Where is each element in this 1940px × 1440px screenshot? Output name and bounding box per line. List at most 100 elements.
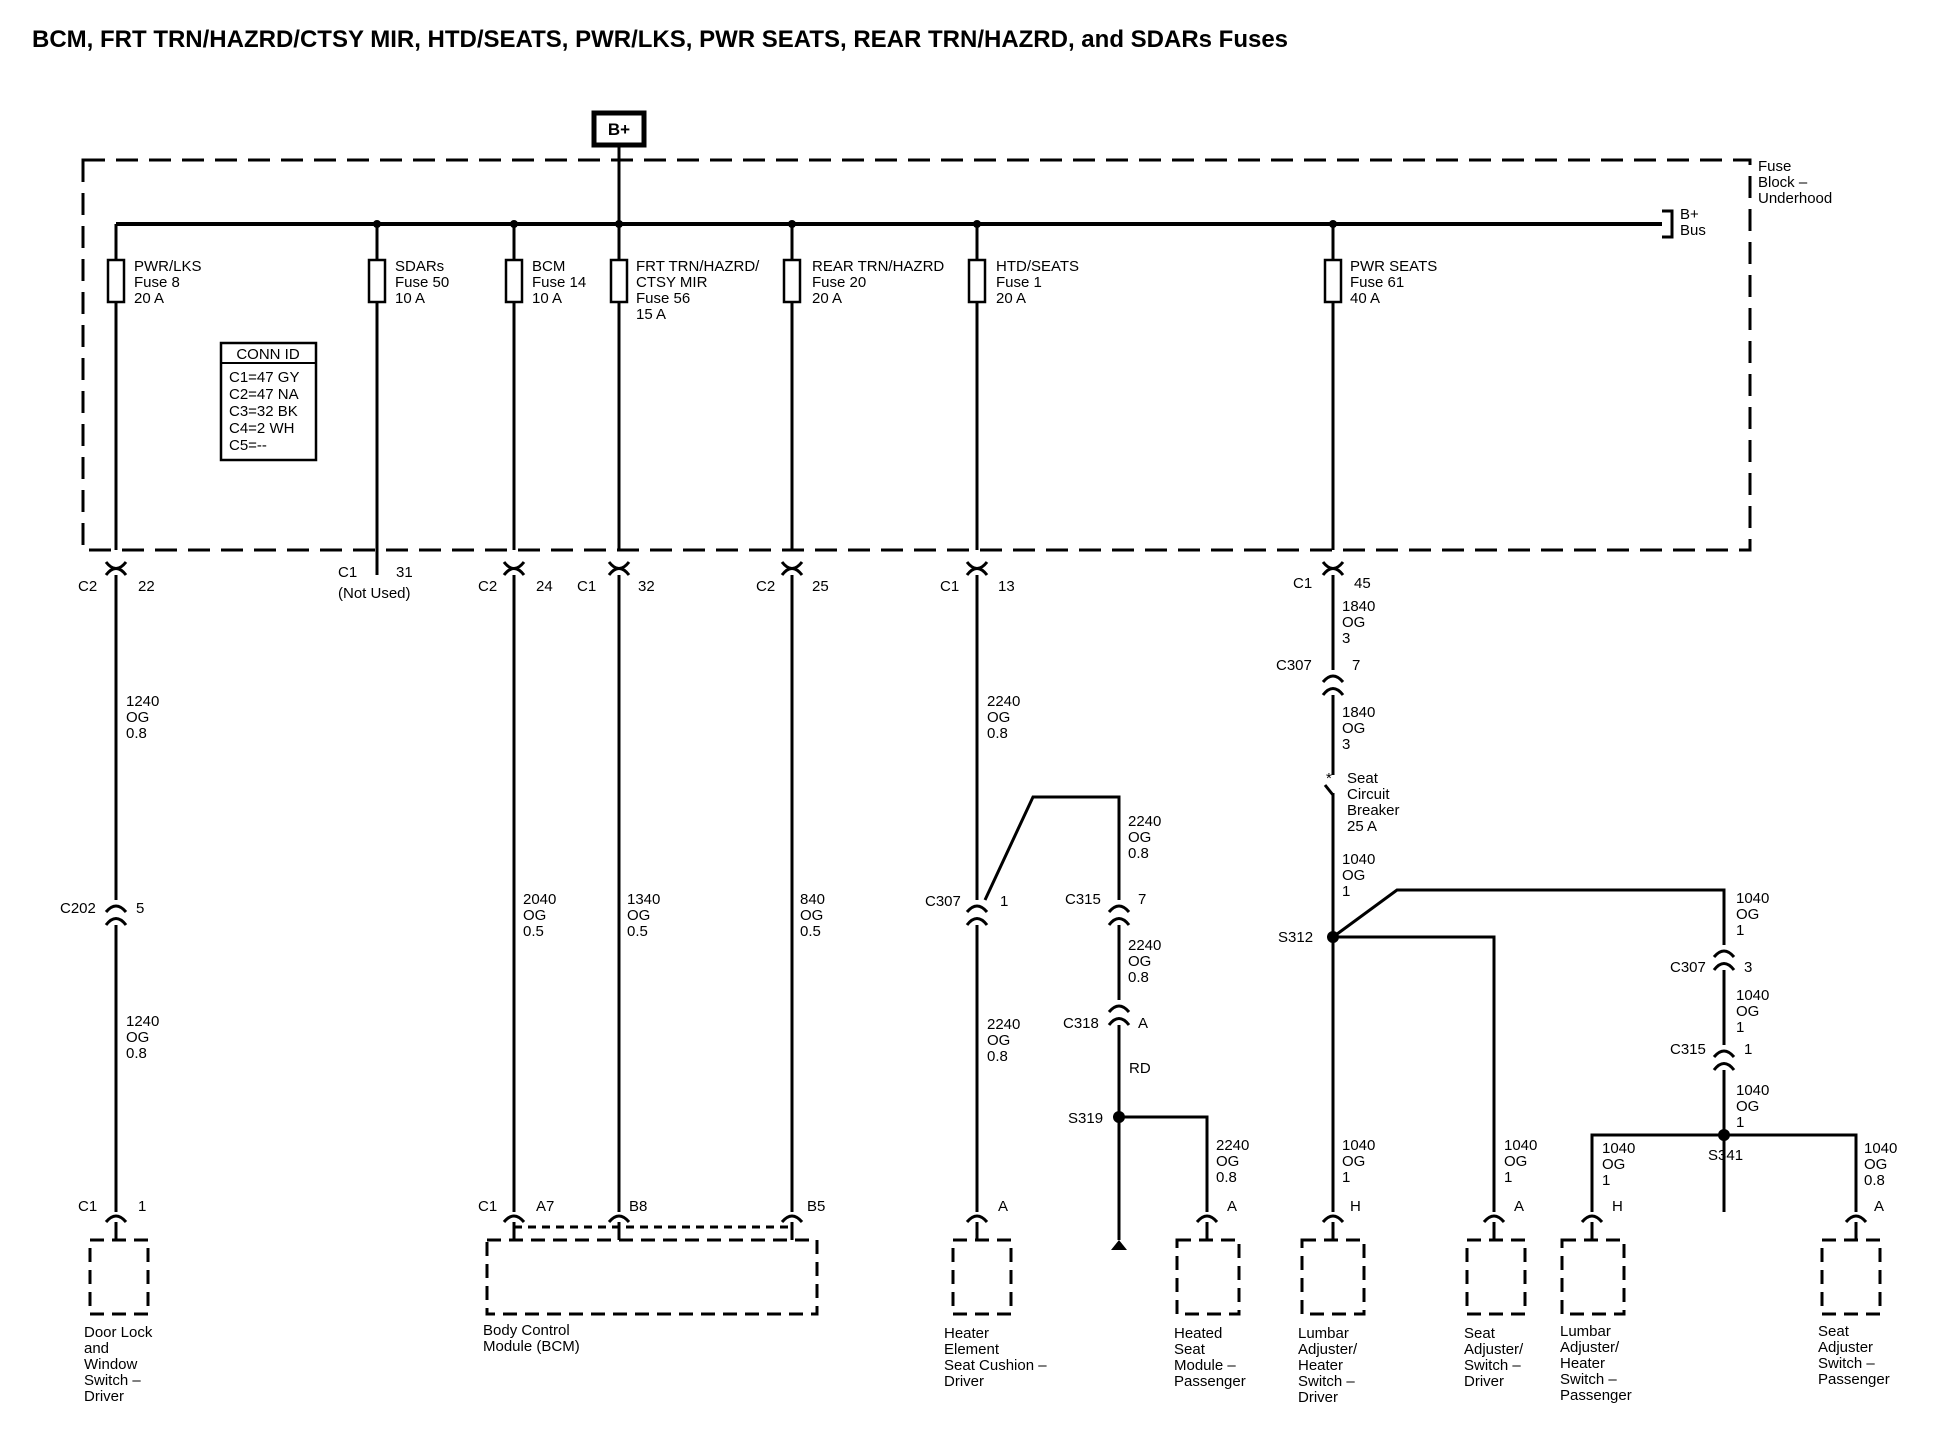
bcm-module-box xyxy=(485,1238,819,1316)
conn-id-row: C5=-- xyxy=(229,437,267,454)
svg-text:A: A xyxy=(1874,1198,1884,1215)
svg-text:Module (BCM): Module (BCM) xyxy=(483,1338,580,1355)
svg-text:1840: 1840 xyxy=(1342,598,1375,615)
svg-text:2240: 2240 xyxy=(1216,1137,1249,1154)
conn-id-table: CONN ID C1=47 GY C2=47 NA C3=32 BK C4=2 … xyxy=(219,341,318,462)
svg-text:0.8: 0.8 xyxy=(126,1045,147,1062)
svg-text:OG: OG xyxy=(523,907,546,924)
svg-text:and: and xyxy=(84,1340,109,1357)
svg-text:31: 31 xyxy=(396,564,413,581)
svg-text:Door Lock: Door Lock xyxy=(84,1324,153,1341)
bus-junction-dots xyxy=(373,220,1337,228)
svg-text:2240: 2240 xyxy=(1128,813,1161,830)
svg-text:Adjuster/: Adjuster/ xyxy=(1560,1339,1620,1356)
svg-text:Heater: Heater xyxy=(1298,1357,1343,1374)
svg-text:0.8: 0.8 xyxy=(1864,1172,1885,1189)
svg-text:45: 45 xyxy=(1354,575,1371,592)
svg-text:1: 1 xyxy=(138,1198,146,1215)
svg-text:C307: C307 xyxy=(1276,657,1312,674)
lumbar-passenger-box xyxy=(1560,1238,1626,1316)
door-lock-switch-box xyxy=(88,1238,150,1316)
svg-text:OG: OG xyxy=(1342,1153,1365,1170)
svg-text:C307: C307 xyxy=(1670,959,1706,976)
svg-text:Fuse 50: Fuse 50 xyxy=(395,274,449,291)
fuse-block-outline xyxy=(81,158,1752,552)
svg-text:1240: 1240 xyxy=(126,1013,159,1030)
svg-text:OG: OG xyxy=(1736,906,1759,923)
svg-text:24: 24 xyxy=(536,578,553,595)
svg-text:1040: 1040 xyxy=(1736,1082,1769,1099)
fuse-label-pwr-lks: PWR/LKS xyxy=(134,258,202,275)
svg-text:A: A xyxy=(998,1198,1008,1215)
svg-text:7: 7 xyxy=(1352,657,1360,674)
svg-text:S312: S312 xyxy=(1278,929,1313,946)
svg-text:0.5: 0.5 xyxy=(800,923,821,940)
svg-text:7: 7 xyxy=(1138,891,1146,908)
svg-text:1840: 1840 xyxy=(1342,704,1375,721)
svg-text:OG: OG xyxy=(1504,1153,1527,1170)
svg-text:0.8: 0.8 xyxy=(987,1048,1008,1065)
connector-symbols xyxy=(104,561,1868,1224)
svg-text:Fuse 20: Fuse 20 xyxy=(812,274,866,291)
fuse-pwr-lks xyxy=(106,258,126,304)
svg-text:Passenger: Passenger xyxy=(1560,1387,1632,1404)
component-boxes xyxy=(88,1238,1882,1316)
svg-text:Driver: Driver xyxy=(1298,1389,1338,1406)
svg-text:25: 25 xyxy=(812,578,829,595)
svg-text:1040: 1040 xyxy=(1864,1140,1897,1157)
fuse-rear-trn xyxy=(782,258,802,304)
svg-text:Switch –: Switch – xyxy=(1298,1373,1355,1390)
svg-text:OG: OG xyxy=(627,907,650,924)
svg-text:C1: C1 xyxy=(478,1198,497,1215)
svg-text:(Not Used): (Not Used) xyxy=(338,585,411,602)
svg-text:20 A: 20 A xyxy=(812,290,842,307)
splice-s341 xyxy=(1718,1129,1730,1141)
ground-symbol xyxy=(1111,1240,1127,1250)
svg-text:Underhood: Underhood xyxy=(1758,190,1832,207)
svg-text:2240: 2240 xyxy=(987,693,1020,710)
svg-text:0.8: 0.8 xyxy=(1128,845,1149,862)
svg-text:1340: 1340 xyxy=(627,891,660,908)
fuse-label-sdars: SDARs xyxy=(395,258,444,275)
svg-text:A: A xyxy=(1227,1198,1237,1215)
svg-text:Switch –: Switch – xyxy=(1464,1357,1521,1374)
svg-text:C315: C315 xyxy=(1065,891,1101,908)
fuse-htd-seats xyxy=(967,258,987,304)
svg-text:C318: C318 xyxy=(1063,1015,1099,1032)
conn-id-header: CONN ID xyxy=(236,346,300,363)
b-plus-source-label: B+ xyxy=(608,120,630,139)
svg-text:OG: OG xyxy=(1864,1156,1887,1173)
conn-id-row: C3=32 BK xyxy=(229,403,298,420)
svg-text:C2: C2 xyxy=(756,578,775,595)
svg-text:S319: S319 xyxy=(1068,1110,1103,1127)
svg-text:C1: C1 xyxy=(577,578,596,595)
svg-text:CTSY MIR: CTSY MIR xyxy=(636,274,708,291)
svg-text:Module –: Module – xyxy=(1174,1357,1236,1374)
svg-text:1040: 1040 xyxy=(1736,987,1769,1004)
svg-text:OG: OG xyxy=(1216,1153,1239,1170)
fuse-label-bcm: BCM xyxy=(532,258,565,275)
svg-text:B8: B8 xyxy=(629,1198,647,1215)
svg-text:22: 22 xyxy=(138,578,155,595)
splice-labels: S312 S319 S341 xyxy=(1068,929,1743,1164)
svg-text:3: 3 xyxy=(1342,630,1350,647)
seat-circuit-breaker: * xyxy=(1323,770,1335,796)
fuse-label-rear-trn: REAR TRN/HAZRD xyxy=(812,258,944,275)
svg-text:Adjuster/: Adjuster/ xyxy=(1298,1341,1358,1358)
breaker-label: Seat Circuit Breaker 25 A xyxy=(1347,770,1400,835)
heated-seat-module-box xyxy=(1175,1238,1241,1316)
svg-text:840: 840 xyxy=(800,891,825,908)
svg-text:3: 3 xyxy=(1744,959,1752,976)
